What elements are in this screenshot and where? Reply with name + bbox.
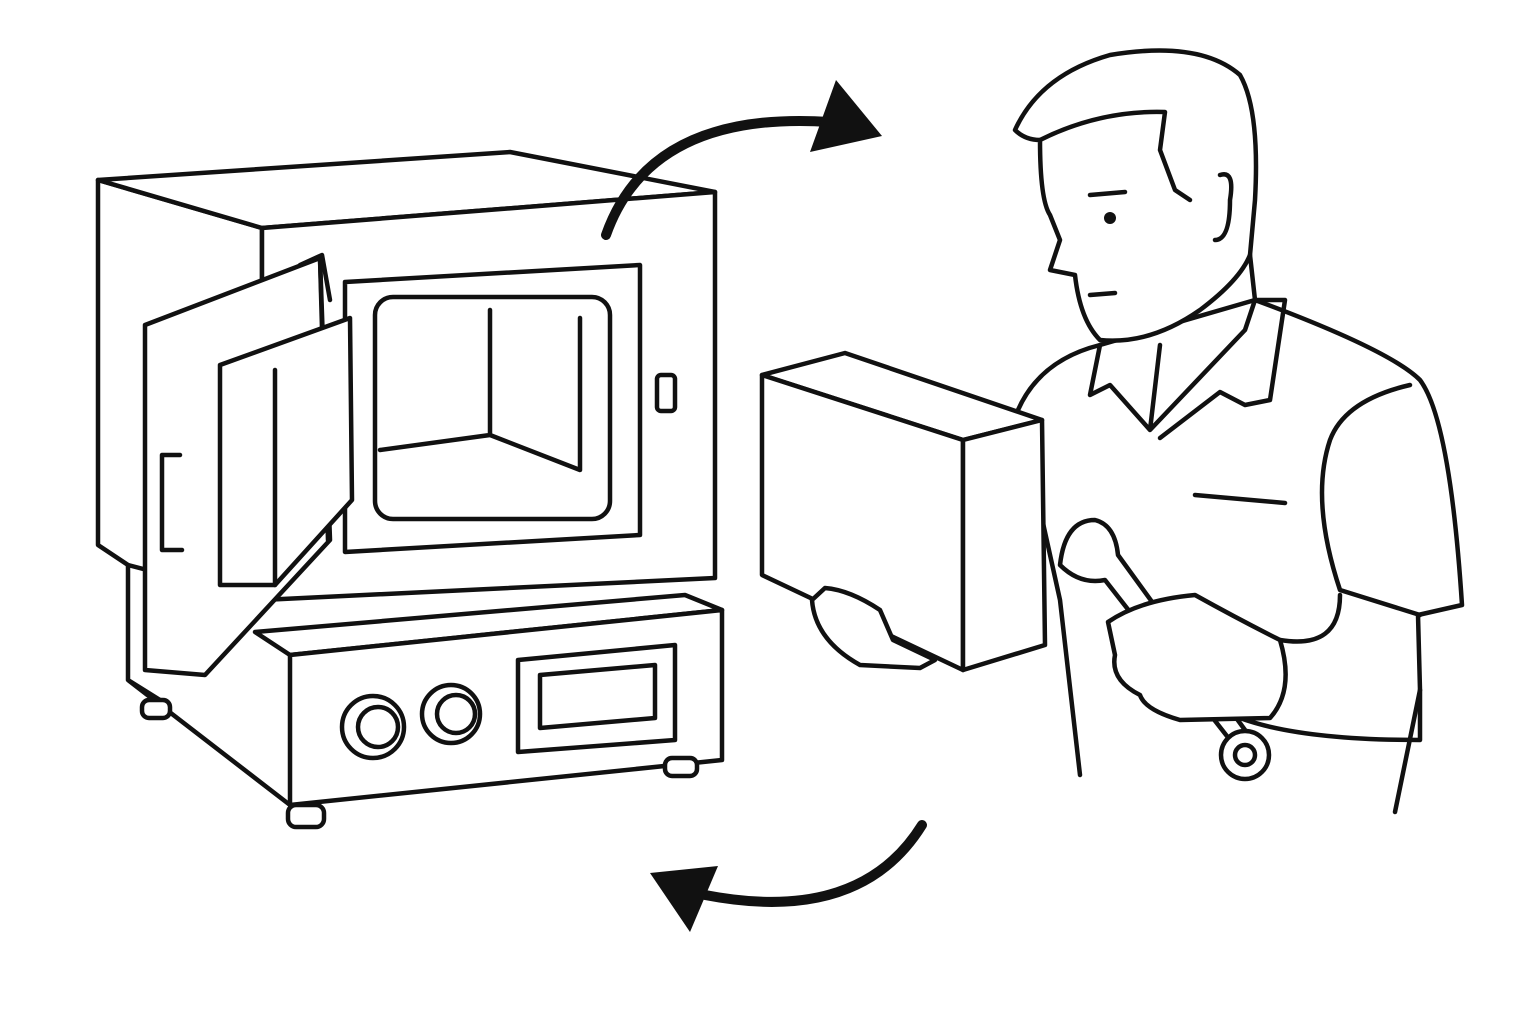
arm (1237, 592, 1423, 743)
door-inner-panel (217, 315, 355, 588)
control-knob (339, 693, 407, 761)
head (1012, 48, 1259, 343)
oven-foot (285, 802, 327, 830)
hair (1037, 109, 1234, 243)
oven-window (372, 294, 613, 522)
oven-cavity (377, 307, 583, 473)
eye (1087, 189, 1128, 198)
mouth (1087, 290, 1118, 298)
oven-foot (139, 697, 173, 721)
collar (1087, 297, 1288, 441)
display-screen (537, 662, 658, 731)
left-hand (809, 585, 938, 671)
pocket (1192, 492, 1288, 506)
rotate-arrow-top-icon (601, 80, 882, 240)
oven-latch (654, 372, 678, 414)
control-knob-inner (434, 692, 478, 736)
oven-base-side (125, 562, 293, 808)
oven-foot (662, 755, 700, 779)
control-knob-inner (355, 704, 401, 750)
neck (1247, 252, 1258, 303)
right-hand (1105, 592, 1288, 723)
oven (95, 149, 725, 830)
sleeve (1319, 382, 1423, 618)
pupil (1104, 212, 1116, 224)
technician (759, 48, 1465, 815)
replacement-door-panel (759, 350, 1048, 673)
door-handle (159, 452, 185, 553)
rotate-arrow-bottom-icon (650, 820, 927, 932)
